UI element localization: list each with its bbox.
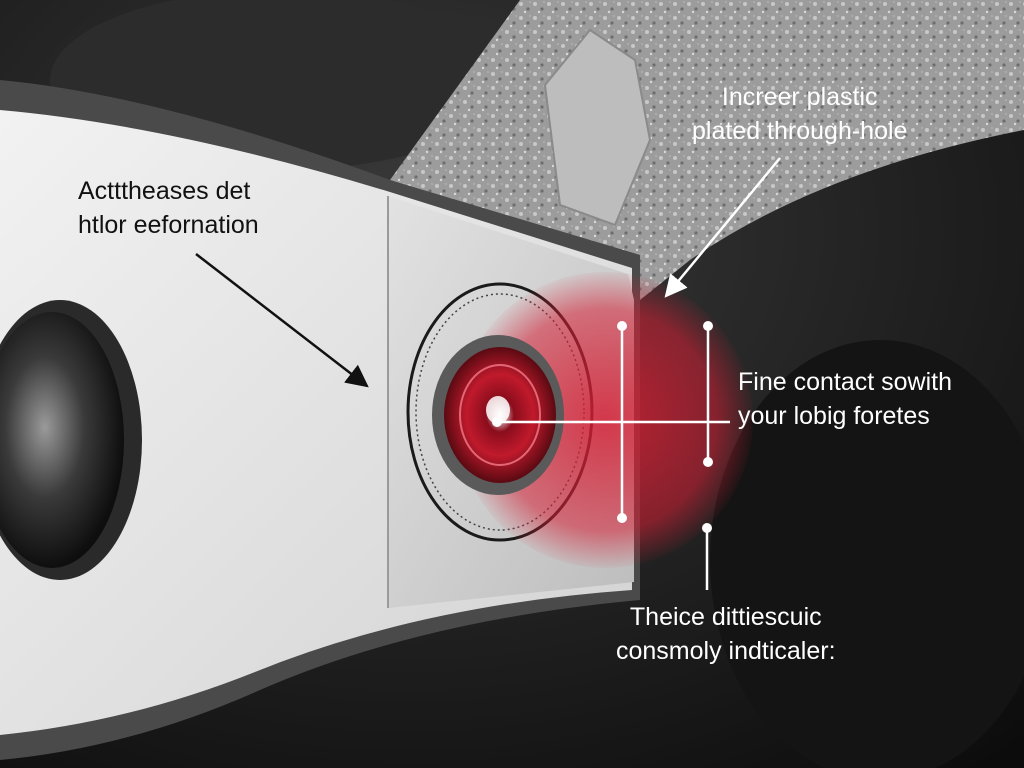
indicator-label-line1: Theice dittiescuic (629, 603, 822, 631)
contact-label-line2: your lobig foretes (738, 402, 930, 430)
indicator-label-line2: consmoly indticaler: (616, 637, 836, 665)
bracket-left-bottom-dot (617, 513, 627, 523)
indicator-dot (702, 523, 712, 533)
bracket-left-top-dot (617, 321, 627, 331)
through-hole-arrow (664, 157, 781, 298)
deformation-label-line1: Actttheases det (78, 177, 251, 205)
deformation-label: Actttheases det htlor eefornation (78, 174, 259, 242)
background-shadow (710, 340, 1024, 768)
through-hole-label: Increer plastic plated through-hole (692, 80, 907, 148)
bracket-right-bottom-dot (703, 457, 713, 467)
substrate-chip (543, 28, 652, 227)
contact-label: Fine contact sowith your lobig foretes (738, 365, 952, 433)
contact-label-line1: Fine contact sowith (738, 368, 952, 396)
deformation-arrow (195, 253, 369, 388)
via-reflection (486, 396, 510, 424)
deformation-label-line2: htlor eefornation (78, 211, 259, 239)
indicator-label: Theice dittiescuic consmoly indticaler: (616, 600, 836, 668)
measure-origin-dot (492, 417, 502, 427)
granular-substrate (390, 0, 1024, 300)
mounting-hole (0, 312, 124, 568)
bracket-right-top-dot (703, 321, 713, 331)
via-inner-ring (459, 364, 541, 466)
through-hole-label-line1: Increer plastic (721, 83, 878, 111)
through-hole-label-line2: plated through-hole (692, 117, 908, 145)
